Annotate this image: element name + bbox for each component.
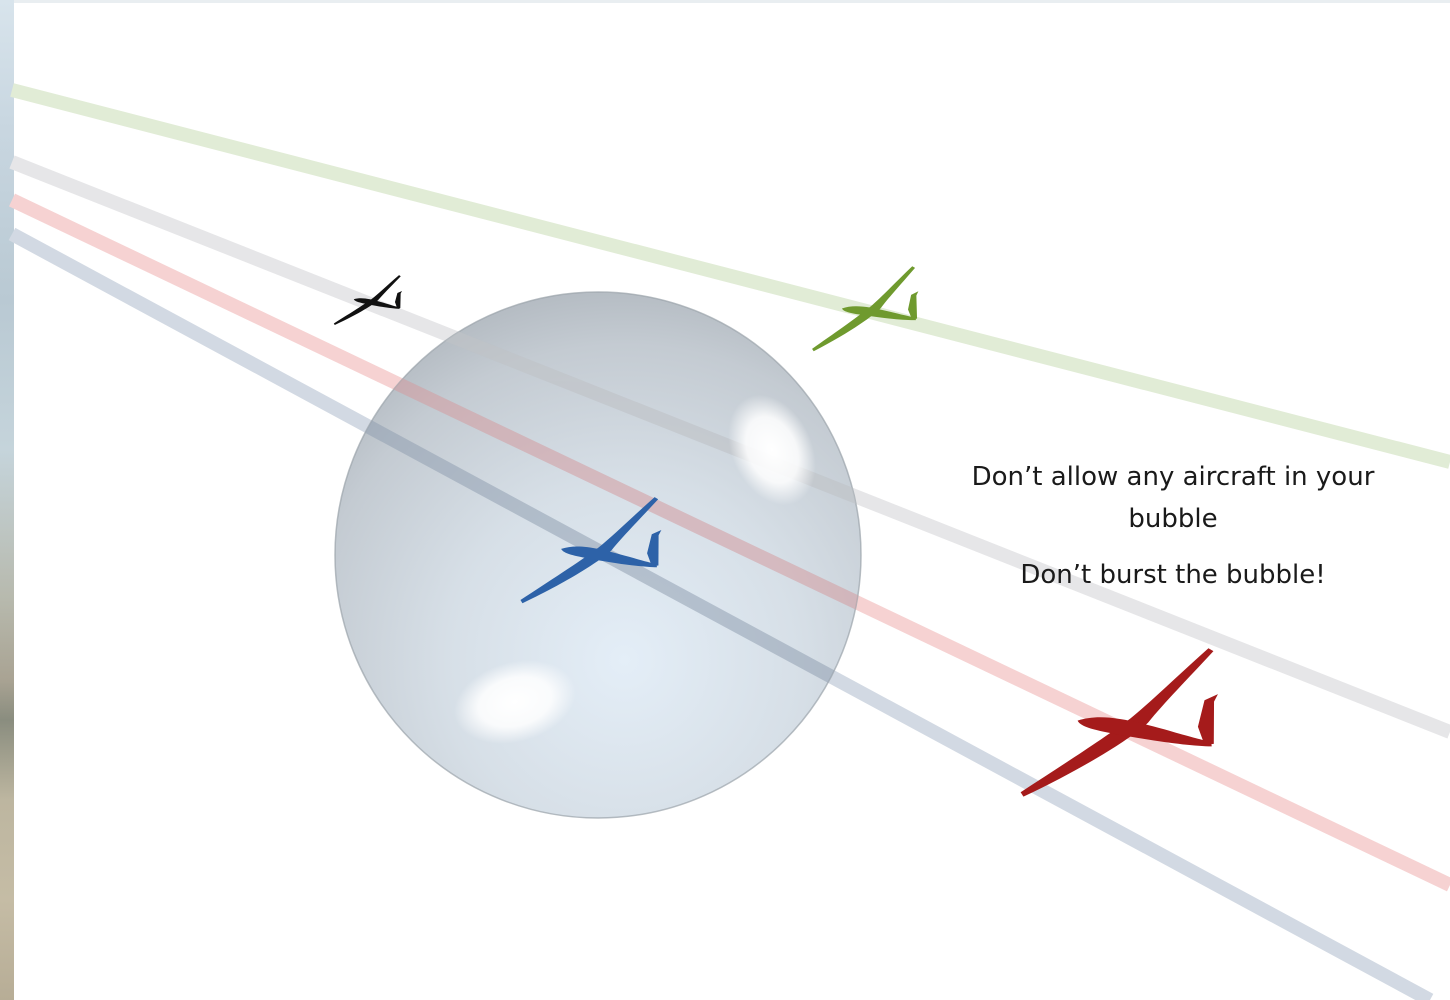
caption-line-3: Don’t burst the bubble! — [1020, 560, 1326, 590]
top-border — [14, 0, 1450, 3]
green-flight-track — [10, 83, 1450, 469]
background-photo-strip — [0, 0, 14, 1000]
caption-line-1: Don’t allow any aircraft in your — [971, 462, 1375, 492]
glider-red-icon — [1007, 647, 1227, 797]
caption-line-2: bubble — [1128, 504, 1218, 534]
glider-green-icon — [802, 265, 925, 352]
